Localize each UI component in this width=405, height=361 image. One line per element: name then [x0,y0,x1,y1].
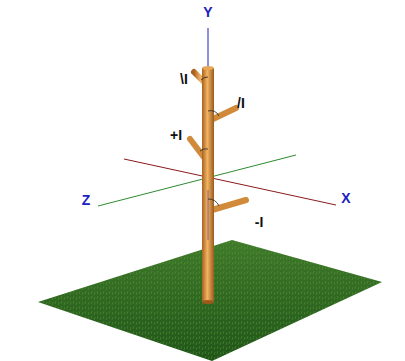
trunk [202,68,214,302]
branch [211,108,236,120]
angle-arcs [200,77,219,206]
x-axis [124,159,336,205]
tree [190,66,246,304]
axis-label: Z [82,193,91,207]
branch-label: /I [237,96,245,110]
branch-label: +I [170,128,182,142]
branch-label: -I [255,215,264,229]
branch [212,200,246,210]
axis-label: Y [203,5,212,19]
axes [98,28,336,206]
y-axis [208,28,209,72]
branch-label: \I [180,72,188,86]
axis-label: X [341,191,350,205]
z-axis [98,155,296,206]
